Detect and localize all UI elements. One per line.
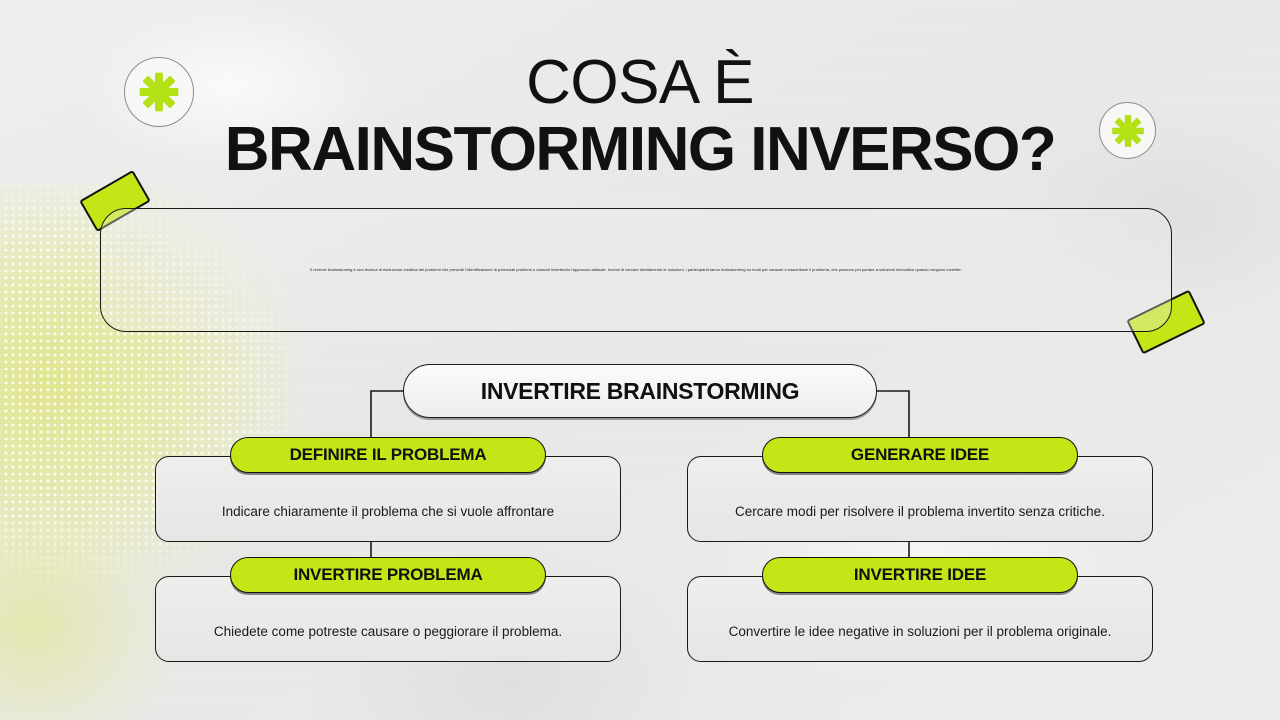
flow-node-header[interactable]: DEFINIRE IL PROBLEMA bbox=[230, 437, 546, 473]
asterisk-badge-right bbox=[1099, 102, 1156, 159]
flow-node-title: DEFINIRE IL PROBLEMA bbox=[289, 445, 487, 464]
flow-node-invertire-idee[interactable]: INVERTIRE IDEE Convertire le idee negati… bbox=[687, 557, 1153, 662]
description-text: Il reverse brainstorming è una tecnica d… bbox=[310, 266, 962, 272]
description-frame: Il reverse brainstorming è una tecnica d… bbox=[100, 208, 1172, 332]
flow-node-header[interactable]: GENERARE IDEE bbox=[762, 437, 1078, 473]
flow-node-description: Chiedete come potreste causare o peggior… bbox=[213, 623, 563, 639]
flow-node-definire-il-problema[interactable]: DEFINIRE IL PROBLEMA Indicare chiarament… bbox=[155, 437, 621, 542]
flow-node-title: INVERTIRE IDEE bbox=[853, 565, 987, 584]
flow-node-title: INVERTIRE PROBLEMA bbox=[293, 565, 483, 584]
flow-node-header[interactable]: INVERTIRE PROBLEMA bbox=[230, 557, 546, 593]
asterisk-icon bbox=[137, 70, 181, 114]
flow-node-description: Indicare chiaramente il problema che si … bbox=[221, 503, 555, 519]
flow-node-title: GENERARE IDEE bbox=[850, 445, 990, 464]
flow-node-generare-idee[interactable]: GENERARE IDEE Cercare modi per risolvere… bbox=[687, 437, 1153, 542]
asterisk-badge-left bbox=[124, 57, 194, 127]
title-line-primary: COSA È bbox=[526, 48, 754, 117]
flow-node-description: Cercare modi per risolvere il problema i… bbox=[735, 503, 1105, 519]
flow-node-invertire-problema[interactable]: INVERTIRE PROBLEMA Chiedete come potrest… bbox=[155, 557, 621, 662]
flow-node-description: Convertire le idee negative in soluzioni… bbox=[728, 623, 1112, 639]
flow-root-label: INVERTIRE BRAINSTORMING bbox=[480, 377, 800, 404]
title-line-secondary: BRAINSTORMING INVERSO? bbox=[224, 115, 1057, 185]
page-title: COSA È BRAINSTORMING INVERSO? bbox=[0, 50, 1280, 182]
flowchart: INVERTIRE BRAINSTORMING DEFINIRE IL PROB… bbox=[0, 358, 1280, 678]
flow-node-header[interactable]: INVERTIRE IDEE bbox=[762, 557, 1078, 593]
flow-root-node[interactable]: INVERTIRE BRAINSTORMING bbox=[403, 364, 877, 418]
asterisk-icon bbox=[1110, 113, 1146, 149]
